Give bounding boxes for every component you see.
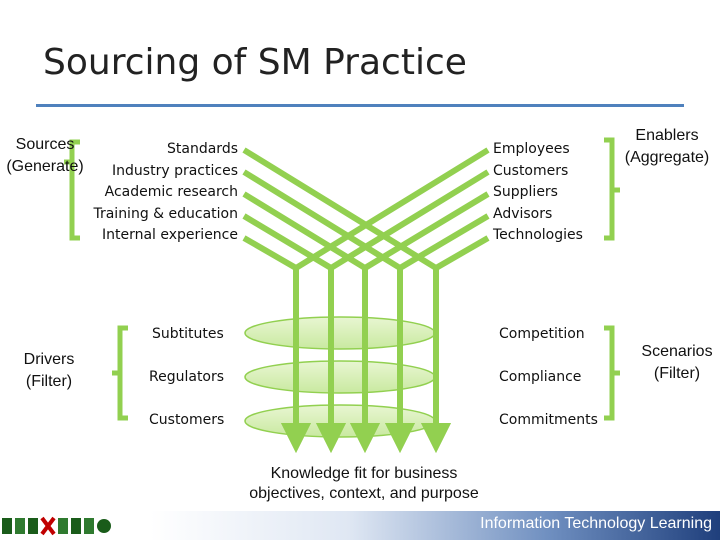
enablers-bracket: [604, 137, 620, 241]
source-arrow-2: [242, 169, 415, 453]
source-arrow-3: [242, 191, 380, 453]
sources-bracket: [64, 139, 80, 241]
driver-item: Customers: [149, 412, 225, 428]
driver-item: Subtitutes: [152, 326, 224, 342]
drivers-label-line2: (Filter): [25, 373, 73, 390]
enabler-item: Customers: [493, 162, 569, 179]
drivers-bracket: [112, 325, 128, 421]
enabler-arrow-3: [350, 191, 490, 453]
source-item: Academic research: [104, 184, 238, 200]
sources-label-line1: Sources: [15, 136, 75, 153]
source-list: Standards Industry practices Academic re…: [60, 139, 238, 247]
enabler-item: Employees: [493, 141, 570, 157]
enabler-arrow-5: [421, 235, 490, 453]
footer-text: Information Technology Learning: [480, 515, 712, 532]
source-item: Standards: [167, 141, 238, 157]
enablers-label: Enablers (Aggregate): [617, 125, 717, 169]
enablers-label-line2: (Aggregate): [624, 149, 710, 166]
filter-ellipse-2: [244, 360, 436, 394]
scenario-item: Commitments: [499, 412, 598, 428]
scenarios-label-line1: Scenarios: [641, 343, 713, 360]
source-item: Industry practices: [112, 162, 238, 179]
footer-bar: [150, 511, 720, 540]
enabler-item: Technologies: [493, 227, 583, 243]
scenario-item: Competition: [499, 326, 585, 342]
output-label-line1: Knowledge fit for business: [270, 465, 458, 482]
footer: Information Technology Learning: [0, 511, 720, 540]
filter-ellipse-3: [244, 404, 436, 438]
enabler-item: Advisors: [493, 205, 553, 222]
enablers-label-line1: Enablers: [635, 127, 699, 144]
scenarios-bracket: [604, 325, 620, 421]
enabler-arrow-1: [281, 147, 490, 453]
page-title: Sourcing of SM Practice: [43, 42, 467, 83]
scenario-item: Compliance: [499, 369, 582, 385]
drivers-label: Drivers (Filter): [14, 349, 84, 393]
drivers-label-line1: Drivers: [23, 351, 75, 368]
enabler-item: Suppliers: [493, 184, 558, 200]
sources-label: Sources (Generate): [2, 134, 88, 178]
output-label: Knowledge fit for business objectives, c…: [226, 464, 502, 504]
source-item: Internal experience: [101, 227, 238, 243]
sources-label-line2: (Generate): [6, 158, 84, 175]
enabler-arrow-4: [385, 213, 490, 453]
logo-icon: [2, 516, 111, 536]
filter-ellipse-1: [244, 316, 436, 350]
source-item: Training & education: [93, 205, 238, 222]
driver-item: Regulators: [149, 369, 225, 385]
enabler-arrow-2: [316, 169, 490, 453]
logo: [2, 515, 152, 542]
output-label-line2: objectives, context, and purpose: [249, 485, 479, 502]
scenarios-label-line2: (Filter): [653, 365, 701, 382]
title-divider: [36, 104, 684, 107]
scenarios-label: Scenarios (Filter): [634, 341, 720, 385]
enabler-list: Employees Customers Suppliers Advisors T…: [493, 139, 603, 247]
